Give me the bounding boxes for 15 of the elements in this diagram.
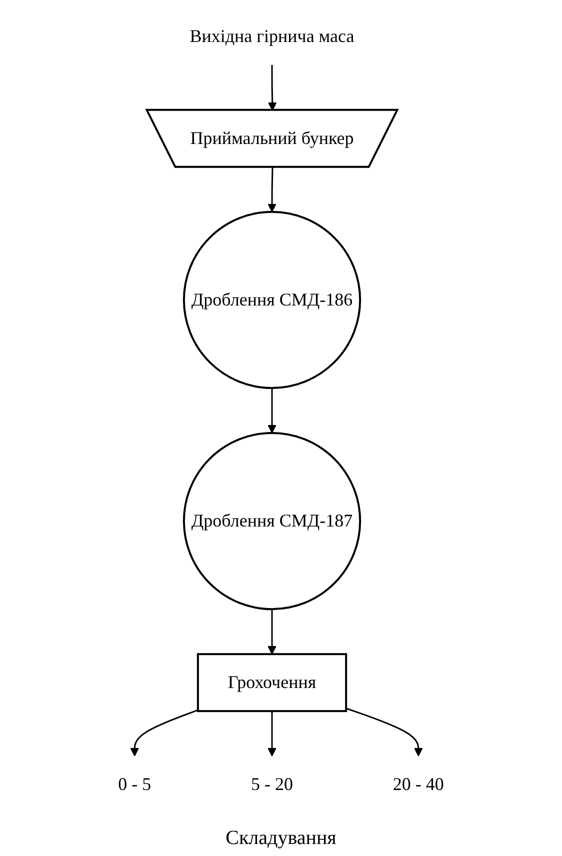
node-text: 0 - 5 xyxy=(118,774,152,794)
node-circle: Дроблення СМД-187 xyxy=(182,432,362,610)
note-label: Складування xyxy=(226,827,336,850)
node-circle: Дроблення СМД-186 xyxy=(182,210,362,390)
node-text: Вихідна гірнича маса xyxy=(190,26,354,46)
node-box: Грохочення xyxy=(196,653,348,712)
node-text: 5 - 20 xyxy=(251,774,293,794)
arrow xyxy=(268,388,276,434)
node-text: 20 - 40 xyxy=(392,774,444,794)
arrow xyxy=(268,167,276,212)
arrow xyxy=(346,708,423,756)
arrow xyxy=(268,609,276,655)
arrow xyxy=(268,711,276,756)
arrow xyxy=(130,709,198,756)
arrow xyxy=(268,64,277,111)
